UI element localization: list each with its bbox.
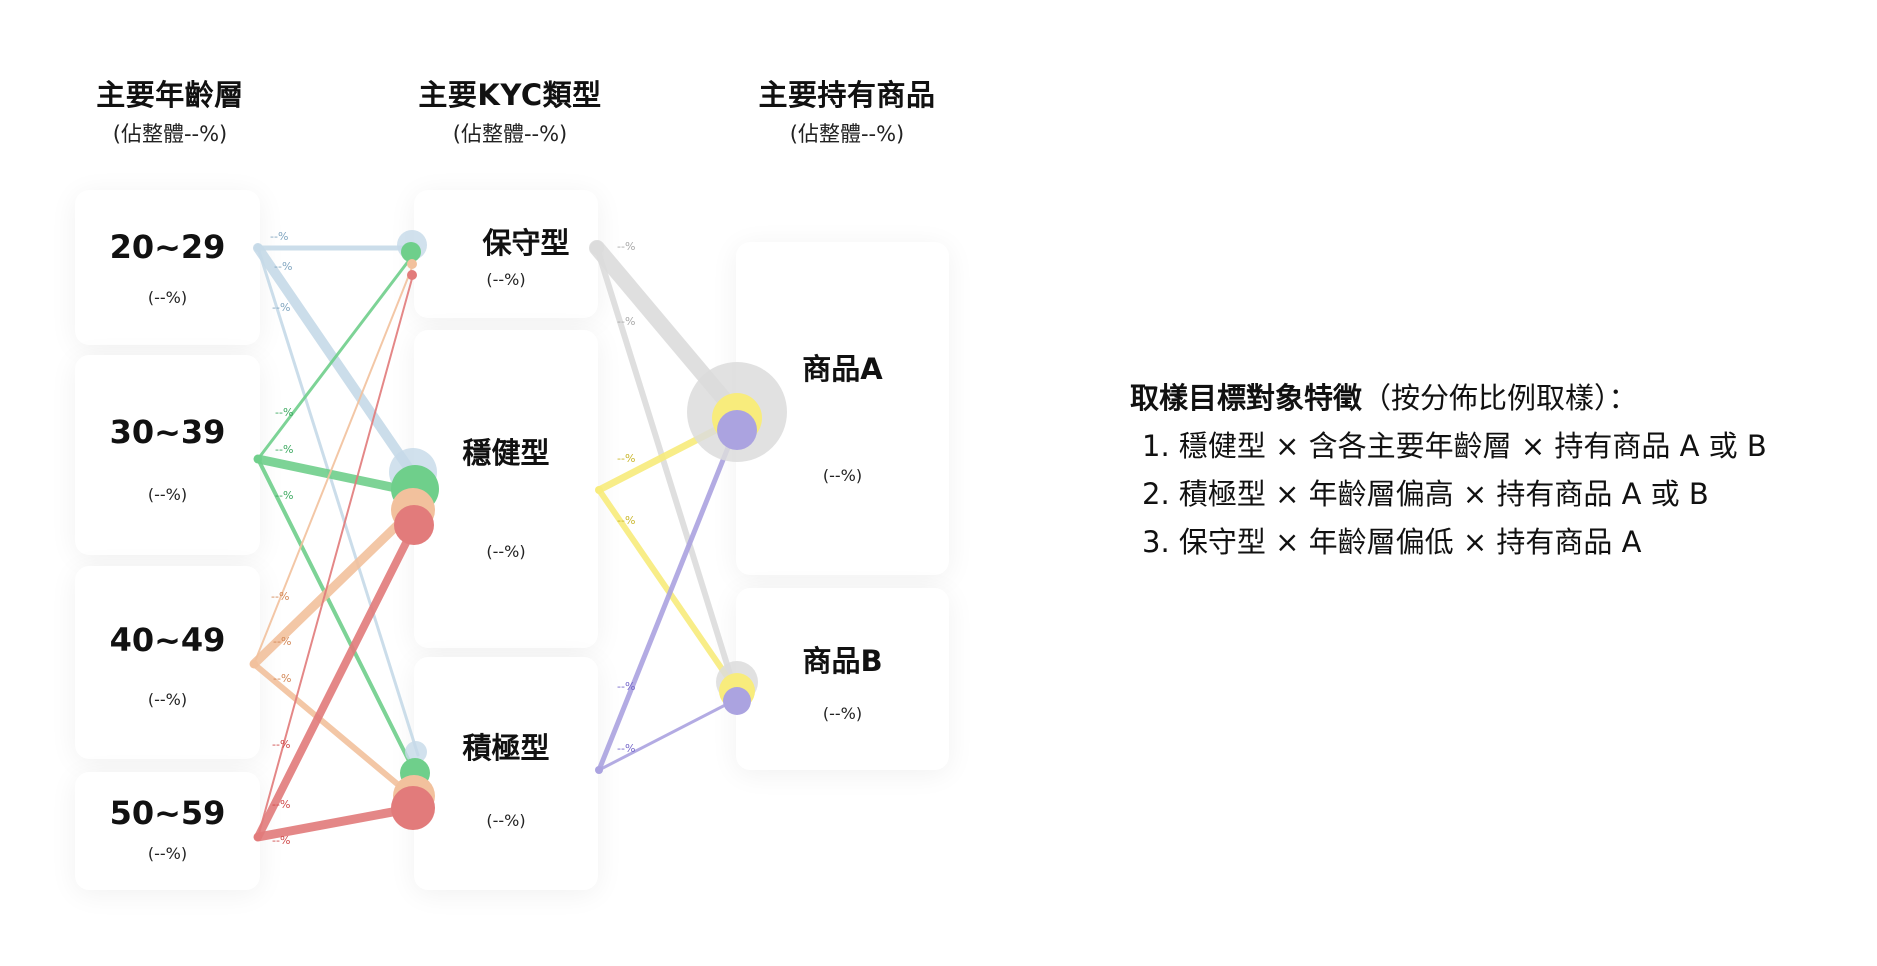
link-conservative-to-b	[594, 245, 738, 693]
bubble-b-aggressive	[723, 687, 751, 715]
pct-moderate-a: --%	[617, 452, 635, 465]
product-label-b: 商品B	[802, 644, 883, 678]
age-card-50-59[interactable]: 50~59 (--%)	[75, 772, 260, 890]
age-pct-40-49: (--%)	[147, 690, 188, 709]
source-dot-30-39	[254, 455, 262, 463]
pct-moderate-b: --%	[617, 514, 635, 527]
pct-40-49-moderate: --%	[273, 635, 291, 648]
kyc-card-conservative[interactable]: 保守型 (--%)	[414, 190, 598, 318]
notes-item-1: 1. 穩健型 × 含各主要年齡層 × 持有商品 A 或 B	[1142, 429, 1767, 463]
kyc-card-moderate[interactable]: 穩健型 (--%)	[414, 330, 598, 648]
link-40-49-to-conservative	[253, 264, 414, 665]
sampling-notes: 取樣目標對象特徵（按分佈比例取樣）： 1. 穩健型 × 含各主要年齡層 × 持有…	[1130, 374, 1850, 566]
kyc-label-moderate: 穩健型	[462, 436, 550, 470]
link-30-39-to-aggressive	[256, 457, 418, 777]
product-column-title: 主要持有商品	[758, 78, 936, 112]
notes-heading-rest: （按分佈比例取樣）：	[1362, 381, 1638, 415]
age-card-30-39[interactable]: 30~39 (--%)	[75, 355, 260, 555]
kyc-pct-moderate: (--%)	[486, 542, 526, 561]
source-dot-40-49	[250, 660, 258, 668]
pct-30-39-aggressive: --%	[275, 489, 293, 502]
link-50-59-to-aggressive	[253, 803, 419, 842]
link-40-49-to-moderate	[249, 505, 418, 669]
link-30-39-to-moderate	[253, 454, 420, 497]
kyc-column-title: 主要KYC類型	[418, 78, 602, 112]
link-moderate-to-b	[596, 487, 738, 691]
bubble-aggressive-50-59	[391, 786, 435, 830]
notes-item-3: 3. 保守型 × 年齡層偏低 × 持有商品 A	[1142, 525, 1642, 559]
product-column-subtitle: (佔整體--%)	[789, 122, 905, 146]
pct-50-59-aggressive: --%	[272, 834, 290, 847]
notes-heading-bold: 取樣目標對象特徵	[1130, 381, 1363, 415]
age-card-20-29[interactable]: 20~29 (--%)	[75, 190, 260, 345]
kyc-column-subtitle: (佔整體--%)	[452, 122, 568, 146]
kyc-pct-aggressive: (--%)	[486, 811, 526, 830]
product-pct-a: (--%)	[822, 466, 863, 485]
notes-item-2: 2. 積極型 × 年齡層偏高 × 持有商品 A 或 B	[1142, 477, 1709, 511]
kyc-card-aggressive[interactable]: 積極型 (--%)	[414, 657, 598, 890]
age-label-50-59: 50~59	[109, 794, 226, 832]
source-dot-aggressive	[595, 766, 603, 774]
pct-50-59-conservative: --%	[272, 738, 290, 751]
kyc-label-aggressive: 積極型	[462, 731, 550, 765]
pct-40-49-aggressive: --%	[273, 672, 291, 685]
pct-40-49-conservative: --%	[271, 590, 289, 603]
pct-aggressive-b: --%	[617, 742, 635, 755]
bubble-aggressive-20-29	[405, 741, 427, 763]
link-aggressive-to-a	[596, 427, 738, 773]
link-50-59-to-moderate	[254, 521, 419, 841]
link-20-29-to-aggressive	[256, 246, 420, 757]
age-column-title: 主要年齡層	[96, 78, 244, 112]
pct-20-29-conservative: --%	[270, 230, 288, 243]
source-dot-moderate	[595, 486, 603, 494]
kyc-label-conservative: 保守型	[482, 226, 570, 260]
kyc-pct-conservative: (--%)	[486, 270, 526, 289]
age-card-40-49[interactable]: 40~49 (--%)	[75, 566, 260, 759]
product-card-b[interactable]: 商品B (--%)	[736, 588, 949, 770]
pct-conservative-b: --%	[617, 315, 635, 328]
notes-heading: 取樣目標對象特徵（按分佈比例取樣）：	[1130, 374, 1850, 422]
age-pct-30-39: (--%)	[147, 485, 188, 504]
bubble-a-aggressive	[717, 410, 757, 450]
pct-conservative-a: --%	[617, 240, 635, 253]
link-30-39-to-conservative	[256, 253, 415, 461]
age-label-20-29: 20~29	[109, 228, 226, 266]
product-label-a: 商品A	[802, 352, 883, 386]
link-aggressive-to-b	[597, 698, 737, 772]
bubble-moderate-50-59	[394, 505, 434, 545]
pct-30-39-conservative: --%	[275, 406, 293, 419]
pct-20-29-aggressive: --%	[272, 301, 290, 314]
link-40-49-to-aggressive	[251, 661, 417, 801]
product-pct-b: (--%)	[822, 704, 863, 723]
age-column-subtitle: (佔整體--%)	[112, 122, 228, 146]
age-pct-20-29: (--%)	[147, 288, 188, 307]
bubble-conservative-30-39	[401, 242, 421, 262]
bubble-conservative-50-59	[407, 270, 417, 280]
link-50-59-to-conservative	[257, 274, 414, 838]
bubble-conservative-40-49	[407, 259, 417, 269]
pct-50-59-moderate: --%	[272, 798, 290, 811]
source-dot-50-59	[254, 833, 262, 841]
age-label-40-49: 40~49	[109, 621, 226, 659]
source-dot-conservative	[590, 241, 604, 255]
pct-20-29-moderate: --%	[274, 260, 292, 273]
age-pct-50-59: (--%)	[147, 844, 188, 863]
age-label-30-39: 30~39	[109, 413, 226, 451]
pct-30-39-moderate: --%	[275, 443, 293, 456]
source-dot-20-29	[254, 244, 262, 252]
pct-aggressive-a: --%	[617, 680, 635, 693]
